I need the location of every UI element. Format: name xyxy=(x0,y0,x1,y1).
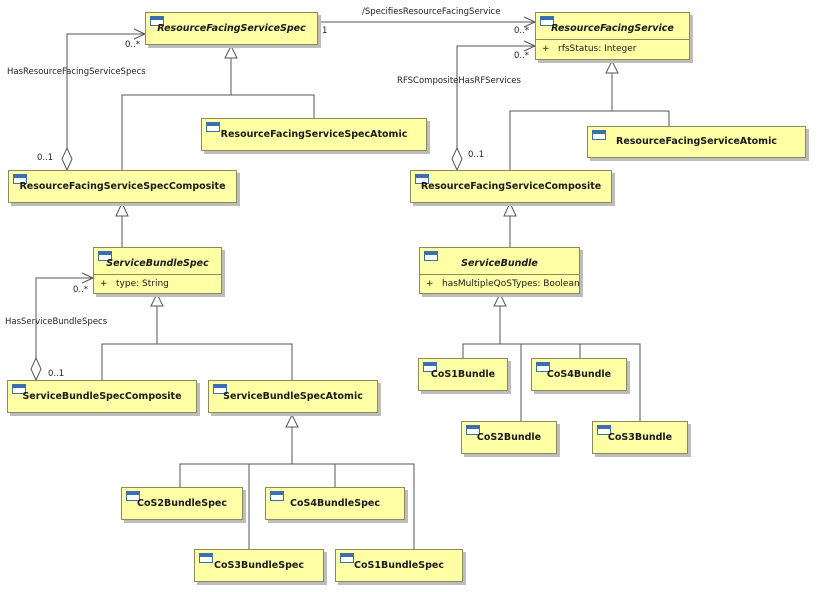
sbs-atomic-generalization-triangle-icon xyxy=(285,413,299,428)
has-rfss-whole-multiplicity: 0..1 xyxy=(37,153,54,163)
has-sbs-diamond-icon xyxy=(30,356,42,382)
class-resource-facing-service-spec-atomic[interactable]: ResourceFacingServiceSpecAtomic xyxy=(201,118,427,151)
has-rfss-association-name: HasResourceFacingServiceSpecs xyxy=(7,67,146,77)
class-resource-facing-service[interactable]: ResourceFacingService +rfsStatus: Intege… xyxy=(535,12,690,60)
class-icon xyxy=(340,553,354,563)
has-sbs-aggregation-line[interactable] xyxy=(35,277,93,358)
class-name: CoS4Bundle xyxy=(546,369,612,380)
class-service-bundle-spec-atomic[interactable]: ServiceBundleSpecAtomic xyxy=(208,380,378,413)
sb-generalization-branches xyxy=(462,343,641,421)
attribute-row: +rfsStatus: Integer xyxy=(542,44,637,54)
class-icon xyxy=(423,362,437,372)
rfs-generalization-triangle-icon xyxy=(605,59,619,74)
class-cos2-bundle-spec[interactable]: CoS2BundleSpec xyxy=(121,487,243,520)
rfs-composite-aggregation-line[interactable] xyxy=(456,45,535,148)
specifies-target-multiplicity: 0..* xyxy=(514,26,530,36)
rfs-composite-diamond-icon xyxy=(451,146,463,172)
class-service-bundle-spec[interactable]: ServiceBundleSpec +type: String xyxy=(93,247,222,294)
rfss-generalization-triangle-icon xyxy=(224,44,238,59)
rfs-composite-generalization-triangle-icon xyxy=(503,201,517,217)
class-name: CoS2Bundle xyxy=(476,432,542,443)
class-icon xyxy=(270,491,284,501)
has-rfss-diamond-icon xyxy=(61,146,73,172)
has-rfss-aggregation-line[interactable] xyxy=(66,33,145,148)
has-sbs-part-multiplicity: 0..* xyxy=(73,285,89,295)
rfs-composite-part-multiplicity: 0..* xyxy=(514,51,530,61)
class-icon xyxy=(199,553,213,563)
class-icon xyxy=(424,251,438,261)
class-name: CoS1BundleSpec xyxy=(354,560,444,571)
has-rfss-part-multiplicity: 0..* xyxy=(125,40,141,50)
rfs-composite-whole-multiplicity: 0..1 xyxy=(468,150,485,160)
attribute-compartment-divider xyxy=(420,274,579,275)
class-name: ResourceFacingService xyxy=(551,23,674,34)
class-cos3-bundle[interactable]: CoS3Bundle xyxy=(592,421,688,454)
class-icon xyxy=(213,384,227,394)
class-icon xyxy=(12,384,26,394)
rfss-composite-generalization-triangle-icon xyxy=(115,201,129,217)
has-sbs-association-name: HasServiceBundleSpecs xyxy=(5,317,108,327)
sbs-generalization-triangle-icon xyxy=(150,292,164,307)
rfss-generalization-branches xyxy=(121,94,315,170)
class-cos3-bundle-spec[interactable]: CoS3BundleSpec xyxy=(194,549,324,582)
class-resource-facing-service-atomic[interactable]: ResourceFacingServiceAtomic xyxy=(587,126,806,158)
sb-generalization-triangle-icon xyxy=(493,292,507,307)
class-icon xyxy=(126,491,140,501)
class-name: CoS3BundleSpec xyxy=(214,560,304,571)
class-cos1-bundle-spec[interactable]: CoS1BundleSpec xyxy=(335,549,463,582)
class-name: ResourceFacingServiceSpecAtomic xyxy=(220,129,408,140)
class-name: ServiceBundleSpecComposite xyxy=(22,391,182,402)
class-name: ResourceFacingServiceAtomic xyxy=(616,136,777,147)
class-resource-facing-service-spec[interactable]: ResourceFacingServiceSpec xyxy=(145,12,318,45)
rfs-generalization-branches xyxy=(509,110,670,170)
class-service-bundle-spec-composite[interactable]: ServiceBundleSpecComposite xyxy=(7,380,197,413)
class-icon xyxy=(13,174,27,184)
attribute-row: +type: String xyxy=(100,279,169,289)
class-resource-facing-service-spec-composite[interactable]: ResourceFacingServiceSpecComposite xyxy=(8,170,237,203)
class-name: ResourceFacingServiceSpec xyxy=(157,23,306,34)
class-icon xyxy=(466,425,480,435)
rfs-composite-association-name: RFSCompositeHasRFServices xyxy=(397,76,521,86)
class-cos1-bundle[interactable]: CoS1Bundle xyxy=(418,358,508,391)
sbs-generalization-branches xyxy=(101,343,293,380)
class-cos4-bundle-spec[interactable]: CoS4BundleSpec xyxy=(265,487,405,520)
attribute-row: +hasMultipleQoSTypes: Boolean xyxy=(426,279,580,289)
class-name: CoS1Bundle xyxy=(430,369,496,380)
class-name: ServiceBundleSpecAtomic xyxy=(223,391,363,402)
class-icon xyxy=(597,425,611,435)
class-icon xyxy=(150,16,164,26)
class-name: ResourceFacingServiceSpecComposite xyxy=(19,181,226,192)
specifies-association-name: /SpecifiesResourceFacingService xyxy=(362,7,501,17)
class-icon xyxy=(98,251,112,261)
class-icon xyxy=(540,16,554,26)
class-service-bundle[interactable]: ServiceBundle +hasMultipleQoSTypes: Bool… xyxy=(419,247,580,294)
sbs-atomic-generalization-branches xyxy=(179,463,415,549)
class-name: ServiceBundleSpec xyxy=(106,258,209,269)
class-name: ServiceBundle xyxy=(461,258,538,269)
class-icon xyxy=(536,362,550,372)
class-name: CoS3Bundle xyxy=(607,432,673,443)
attribute-compartment-divider xyxy=(94,274,221,275)
class-name: CoS2BundleSpec xyxy=(137,498,227,509)
class-icon xyxy=(592,130,606,140)
has-sbs-whole-multiplicity: 0..1 xyxy=(48,369,65,379)
class-icon xyxy=(206,122,220,132)
class-icon xyxy=(415,174,429,184)
attribute-compartment-divider xyxy=(536,39,689,40)
class-resource-facing-service-composite[interactable]: ResourceFacingServiceComposite xyxy=(410,170,612,203)
class-cos2-bundle[interactable]: CoS2Bundle xyxy=(461,421,557,454)
class-name: CoS4BundleSpec xyxy=(290,498,380,509)
class-name: ResourceFacingServiceComposite xyxy=(420,181,602,192)
specifies-source-multiplicity: 1 xyxy=(322,26,328,36)
class-cos4-bundle[interactable]: CoS4Bundle xyxy=(531,358,627,391)
